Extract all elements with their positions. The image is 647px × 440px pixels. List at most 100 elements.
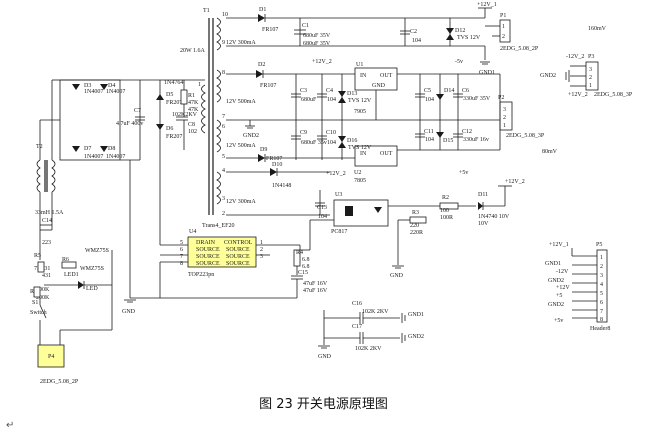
svg-text:D3: D3 [84, 83, 91, 89]
svg-text:P4: P4 [48, 354, 54, 360]
svg-text:2EDG_5.08_2P: 2EDG_5.08_2P [500, 46, 539, 52]
feedback-circuit: D10 1N4148 C13 104 U3 PC817 R2 100 100R … [226, 162, 525, 279]
svg-text:7: 7 [222, 114, 225, 120]
svg-text:OUT: OUT [380, 73, 393, 79]
svg-text:D15: D15 [443, 138, 453, 144]
svg-text:TVS 12V: TVS 12V [348, 145, 372, 151]
svg-text:33mH 1.5A: 33mH 1.5A [35, 210, 64, 216]
svg-text:DRAIN: DRAIN [196, 240, 216, 246]
svg-text:TOP223pn: TOP223pn [188, 272, 214, 278]
svg-text:1: 1 [260, 240, 263, 246]
svg-text:3: 3 [222, 196, 225, 202]
svg-text:680uF: 680uF [301, 97, 317, 103]
svg-text:C13: C13 [317, 205, 327, 211]
svg-text:U1: U1 [356, 62, 363, 68]
svg-text:C6: C6 [462, 88, 469, 94]
svg-text:FR207: FR207 [166, 134, 182, 140]
svg-text:10V: 10V [478, 221, 489, 227]
svg-text:5: 5 [222, 154, 225, 160]
svg-text:LED: LED [86, 286, 98, 292]
svg-text:D2: D2 [258, 62, 265, 68]
svg-text:2: 2 [260, 247, 263, 253]
svg-text:104: 104 [327, 140, 336, 146]
svg-text:1N4007: 1N4007 [84, 89, 103, 95]
svg-text:100R: 100R [440, 215, 453, 221]
transformer-t1: T1 20W 1.6A 10 9 8 7 6 5 4 3 2 1 Trans4_… [180, 8, 256, 229]
svg-text:SOURCE: SOURCE [196, 261, 220, 267]
svg-text:GND1: GND1 [479, 70, 495, 76]
svg-text:U2: U2 [354, 170, 361, 176]
svg-text:6: 6 [600, 300, 603, 306]
svg-text:SOURCE: SOURCE [196, 247, 220, 253]
svg-text:2: 2 [502, 34, 505, 40]
svg-text:1: 1 [503, 123, 506, 129]
svg-text:GND: GND [372, 83, 386, 89]
svg-text:+12V_2: +12V_2 [505, 179, 525, 185]
svg-text:102K 2KV: 102K 2KV [362, 309, 389, 315]
svg-text:GND2: GND2 [540, 73, 556, 79]
svg-text:47uF 16V: 47uF 16V [303, 281, 328, 287]
figure-caption: 图 23 开关电源原理图 [259, 397, 388, 412]
svg-text:C15: C15 [298, 270, 308, 276]
svg-text:C17: C17 [352, 324, 362, 330]
svg-text:330uF 35V: 330uF 35V [463, 96, 491, 102]
svg-text:P3: P3 [588, 54, 594, 60]
svg-text:102: 102 [188, 129, 197, 135]
svg-text:C8: C8 [188, 122, 195, 128]
svg-text:6.8: 6.8 [302, 257, 310, 263]
svg-text:GND2: GND2 [243, 133, 259, 139]
svg-text:C4: C4 [326, 88, 333, 94]
svg-text:C5: C5 [424, 88, 431, 94]
svg-text:160mV: 160mV [588, 26, 607, 32]
svg-text:C7: C7 [134, 108, 141, 114]
svg-text:Switch: Switch [30, 310, 47, 316]
svg-text:1: 1 [600, 255, 603, 261]
svg-text:1N4764: 1N4764 [164, 80, 183, 86]
svg-text:WMZ75S: WMZ75S [85, 248, 109, 254]
svg-text:102K2KV: 102K2KV [172, 112, 198, 118]
svg-text:220: 220 [410, 223, 419, 229]
svg-text:P2: P2 [498, 95, 504, 101]
ic-u4-top223: U4 DRAIN CONTROL SOURCE SOURCE SOURCE SO… [130, 229, 328, 299]
svg-text:7: 7 [180, 254, 183, 260]
svg-text:12V 300mA: 12V 300mA [226, 199, 256, 205]
svg-text:C9: C9 [300, 130, 307, 136]
svg-text:GND1: GND1 [545, 261, 561, 267]
svg-text:R1: R1 [188, 93, 195, 99]
svg-text:7: 7 [600, 309, 603, 315]
svg-text:104: 104 [327, 97, 336, 103]
svg-text:P1: P1 [500, 13, 506, 19]
svg-text:12V 500mA: 12V 500mA [226, 99, 256, 105]
svg-text:1N4148: 1N4148 [272, 183, 291, 189]
svg-text:SOURCE: SOURCE [196, 254, 220, 260]
t1-label: T1 [203, 8, 210, 14]
svg-text:D14: D14 [444, 88, 454, 94]
secondary-1-circuit: D1 FR107 C1 680uF 35V 680uF 35V C2 104 D… [226, 2, 607, 76]
svg-text:2EDG_5.08_3P: 2EDG_5.08_3P [506, 133, 545, 139]
svg-text:GND2: GND2 [548, 278, 564, 284]
svg-text:GND1: GND1 [408, 312, 424, 318]
svg-text:104: 104 [412, 38, 421, 44]
svg-text:1N4740 10V: 1N4740 10V [478, 214, 510, 220]
svg-text:GND2: GND2 [408, 334, 424, 340]
svg-text:1: 1 [589, 83, 592, 89]
svg-text:WMZ75S: WMZ75S [80, 266, 104, 272]
svg-text:680uF 35V: 680uF 35V [303, 41, 331, 47]
svg-text:1N4007: 1N4007 [84, 154, 103, 160]
svg-text:330uF 16v: 330uF 16v [463, 137, 489, 143]
header-p5: 1 2 3 4 5 6 7 8 P5 Header8 +12V_1 GND1 -… [545, 242, 610, 332]
svg-text:5: 5 [600, 291, 603, 297]
svg-text:C12: C12 [462, 129, 472, 135]
svg-text:C1: C1 [302, 23, 309, 29]
t1-rating: 20W 1.6A [180, 48, 206, 54]
paragraph-mark: ↵ [6, 420, 15, 431]
svg-text:6.8: 6.8 [302, 264, 310, 270]
svg-text:5: 5 [180, 240, 183, 246]
svg-text:9: 9 [222, 40, 225, 46]
svg-text:104: 104 [425, 137, 434, 143]
svg-text:TVS 12V: TVS 12V [348, 98, 372, 104]
svg-text:D8: D8 [108, 146, 115, 152]
svg-text:R4: R4 [296, 250, 303, 256]
svg-text:U3: U3 [335, 192, 342, 198]
